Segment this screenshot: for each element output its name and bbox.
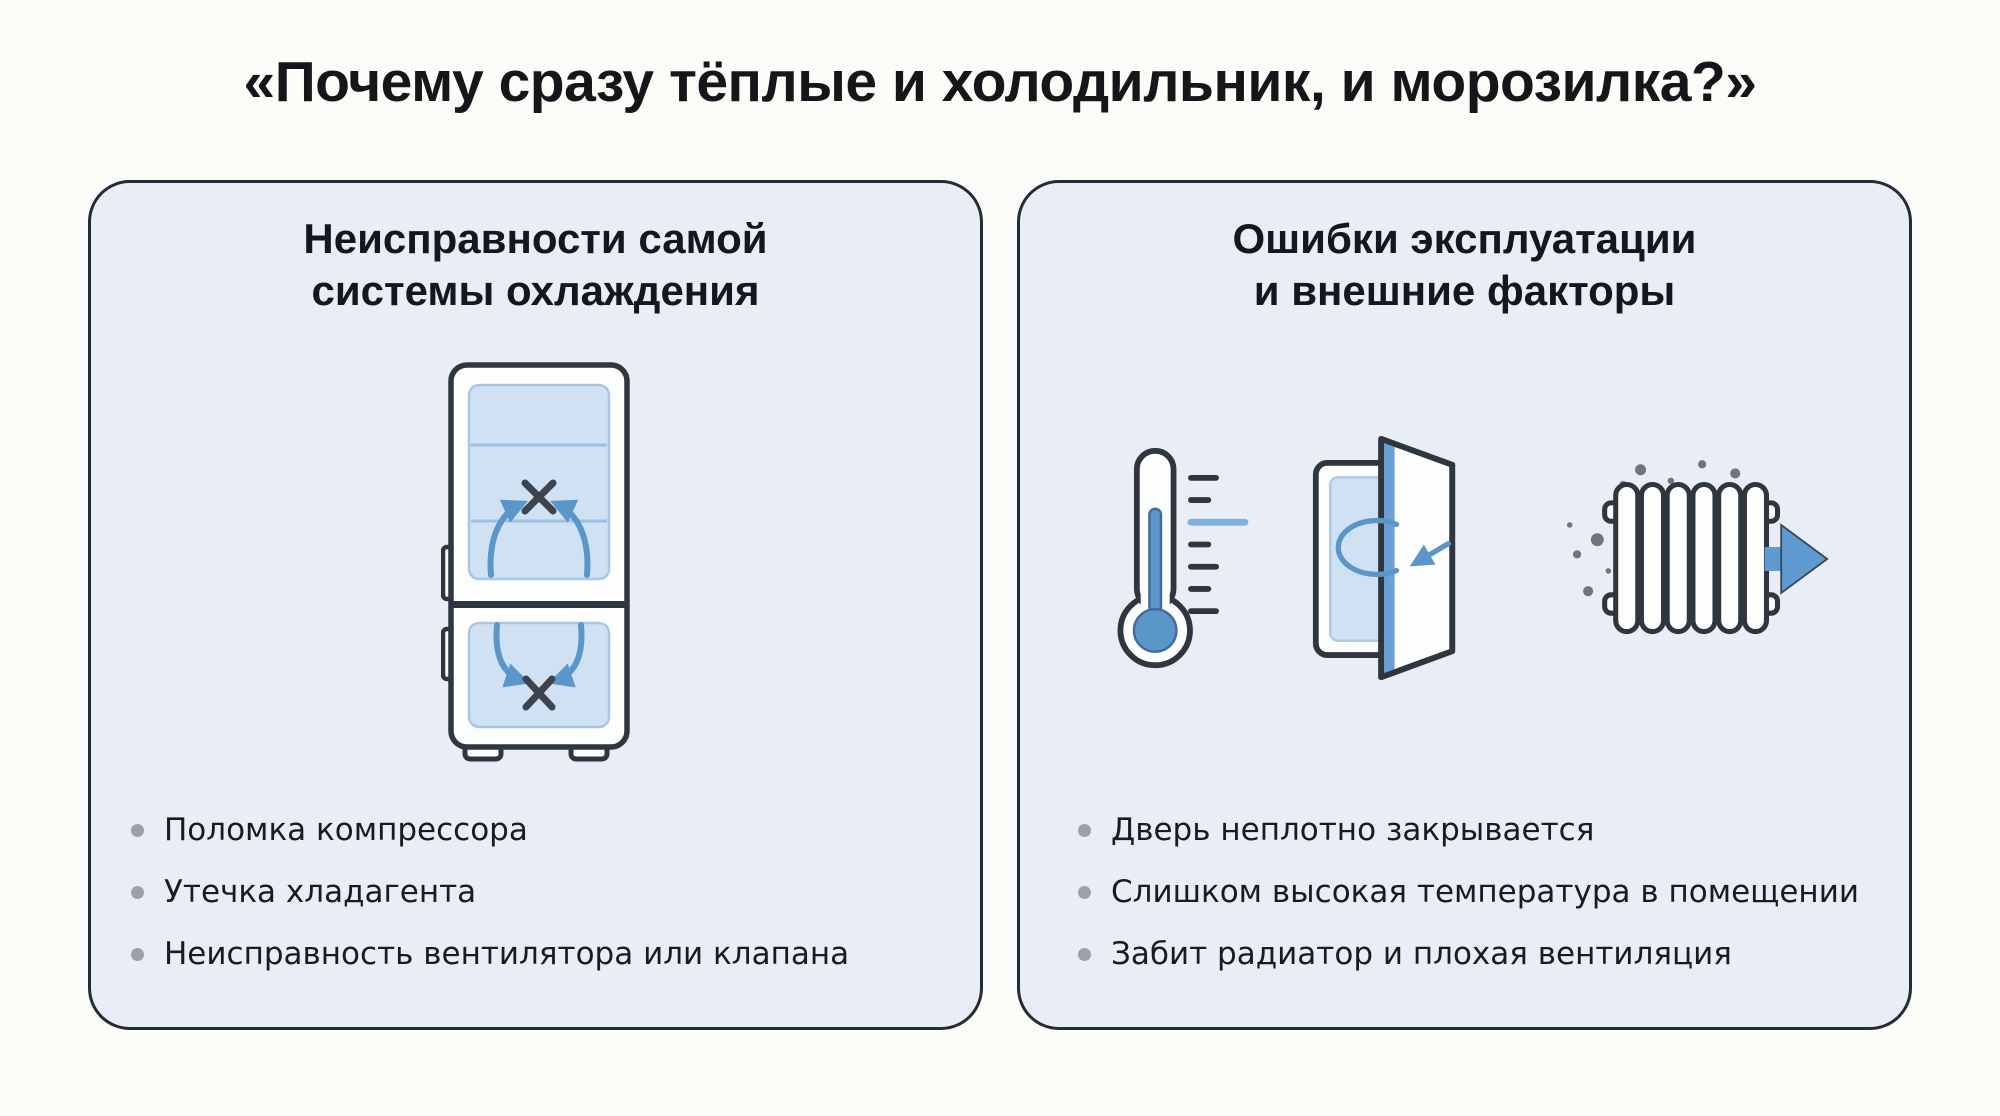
list-item: Слишком высокая температура в помещении [1078,874,1909,910]
left-heading-line2: системы охлаждения [311,267,760,315]
bullet-label: Забит радиатор и плохая вентиляция [1111,936,1732,972]
right-illustrations-row [1020,433,1909,683]
bullet-dot [1078,885,1091,899]
right-panel-heading: Ошибки эксплуатации и внешние факторы [1020,213,1909,317]
bullet-label: Слишком высокая температура в помещении [1111,874,1859,910]
left-bullet-list: Поломка компрессора Утечка хладагента Не… [91,812,980,999]
list-item: Поломка компрессора [131,812,980,848]
thermometer-high-temperature-icon [1117,447,1249,668]
list-item: Дверь неплотно закрывается [1078,812,1909,848]
panel-usage-errors: Ошибки эксплуатации и внешние факторы [1017,180,1912,1030]
bullet-label: Неисправность вентилятора или клапана [164,936,850,972]
bullet-dot [1078,947,1091,961]
list-item: Забит радиатор и плохая вентиляция [1078,936,1909,972]
bullet-dot [131,947,144,961]
list-item: Неисправность вентилятора или клапана [131,936,980,972]
page-title: «Почему сразу тёплые и холодильник, и мо… [243,50,1757,114]
right-heading-line2: и внешние факторы [1253,267,1676,315]
left-heading-line1: Неисправности самой [303,215,768,262]
bullet-label: Поломка компрессора [164,812,528,848]
bullet-dot [1078,823,1091,837]
panel-cooling-system-faults: Неисправности самой системы охлаждения [88,180,983,1030]
dusty-radiator-airflow-icon [1566,459,1829,634]
left-panel-heading: Неисправности самой системы охлаждения [91,213,980,317]
right-bullet-list: Дверь неплотно закрывается Слишком высок… [1020,812,1909,999]
freezer-x-mark [522,675,555,711]
bullet-label: Дверь неплотно закрывается [1111,812,1595,848]
fridge-x-mark [521,479,556,515]
list-item: Утечка хладагента [131,874,980,910]
fridge-illustration [440,361,631,771]
fridge-freezer-no-cooling-icon [440,362,630,762]
door-ajar-icon [1312,435,1456,680]
bullet-dot [131,885,144,899]
right-heading-line1: Ошибки эксплуатации [1232,215,1697,262]
bullet-label: Утечка хладагента [164,874,477,910]
bullet-dot [131,823,144,837]
